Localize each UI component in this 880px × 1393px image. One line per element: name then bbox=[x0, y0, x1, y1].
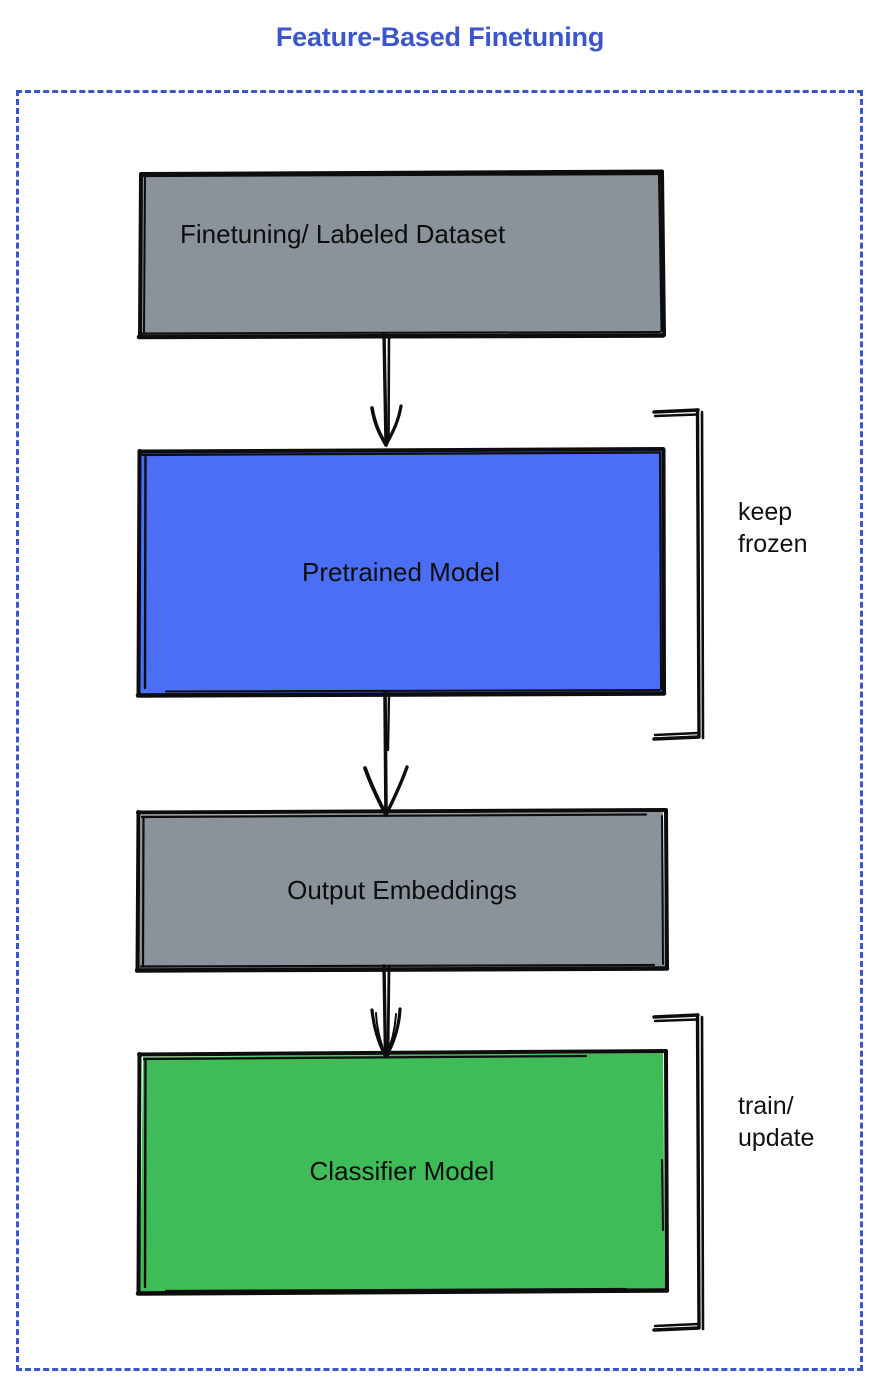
node-classifier-model[interactable]: Classifier Model bbox=[135, 1049, 670, 1296]
node-shape-embeddings bbox=[134, 808, 670, 973]
node-finetuning-labeled-dataset[interactable]: Finetuning/ Labeled Dataset bbox=[136, 169, 666, 340]
arrow-pretrained-to-embeddings bbox=[363, 690, 409, 817]
arrow-dataset-to-pretrained bbox=[370, 332, 403, 447]
bracket-keep-frozen bbox=[652, 408, 705, 741]
node-label-embeddings: Output Embeddings bbox=[287, 874, 517, 905]
node-shape-dataset bbox=[136, 169, 666, 340]
node-label-dataset: Finetuning/ Labeled Dataset bbox=[180, 219, 506, 249]
node-shape-pretrained bbox=[135, 447, 667, 698]
bracket-train-update bbox=[652, 1013, 705, 1332]
node-output-embeddings[interactable]: Output Embeddings bbox=[134, 808, 670, 973]
annotation-train-update: train/ update bbox=[738, 1092, 815, 1152]
annotation-keep-frozen: keep frozen bbox=[738, 498, 808, 558]
node-pretrained-model[interactable]: Pretrained Model bbox=[135, 447, 667, 698]
node-shape-classifier bbox=[135, 1049, 670, 1296]
node-label-pretrained: Pretrained Model bbox=[302, 557, 500, 588]
arrow-embeddings-to-classifier bbox=[370, 964, 402, 1059]
node-label-classifier: Classifier Model bbox=[309, 1156, 495, 1187]
page-title: Feature-Based Finetuning bbox=[275, 22, 605, 52]
